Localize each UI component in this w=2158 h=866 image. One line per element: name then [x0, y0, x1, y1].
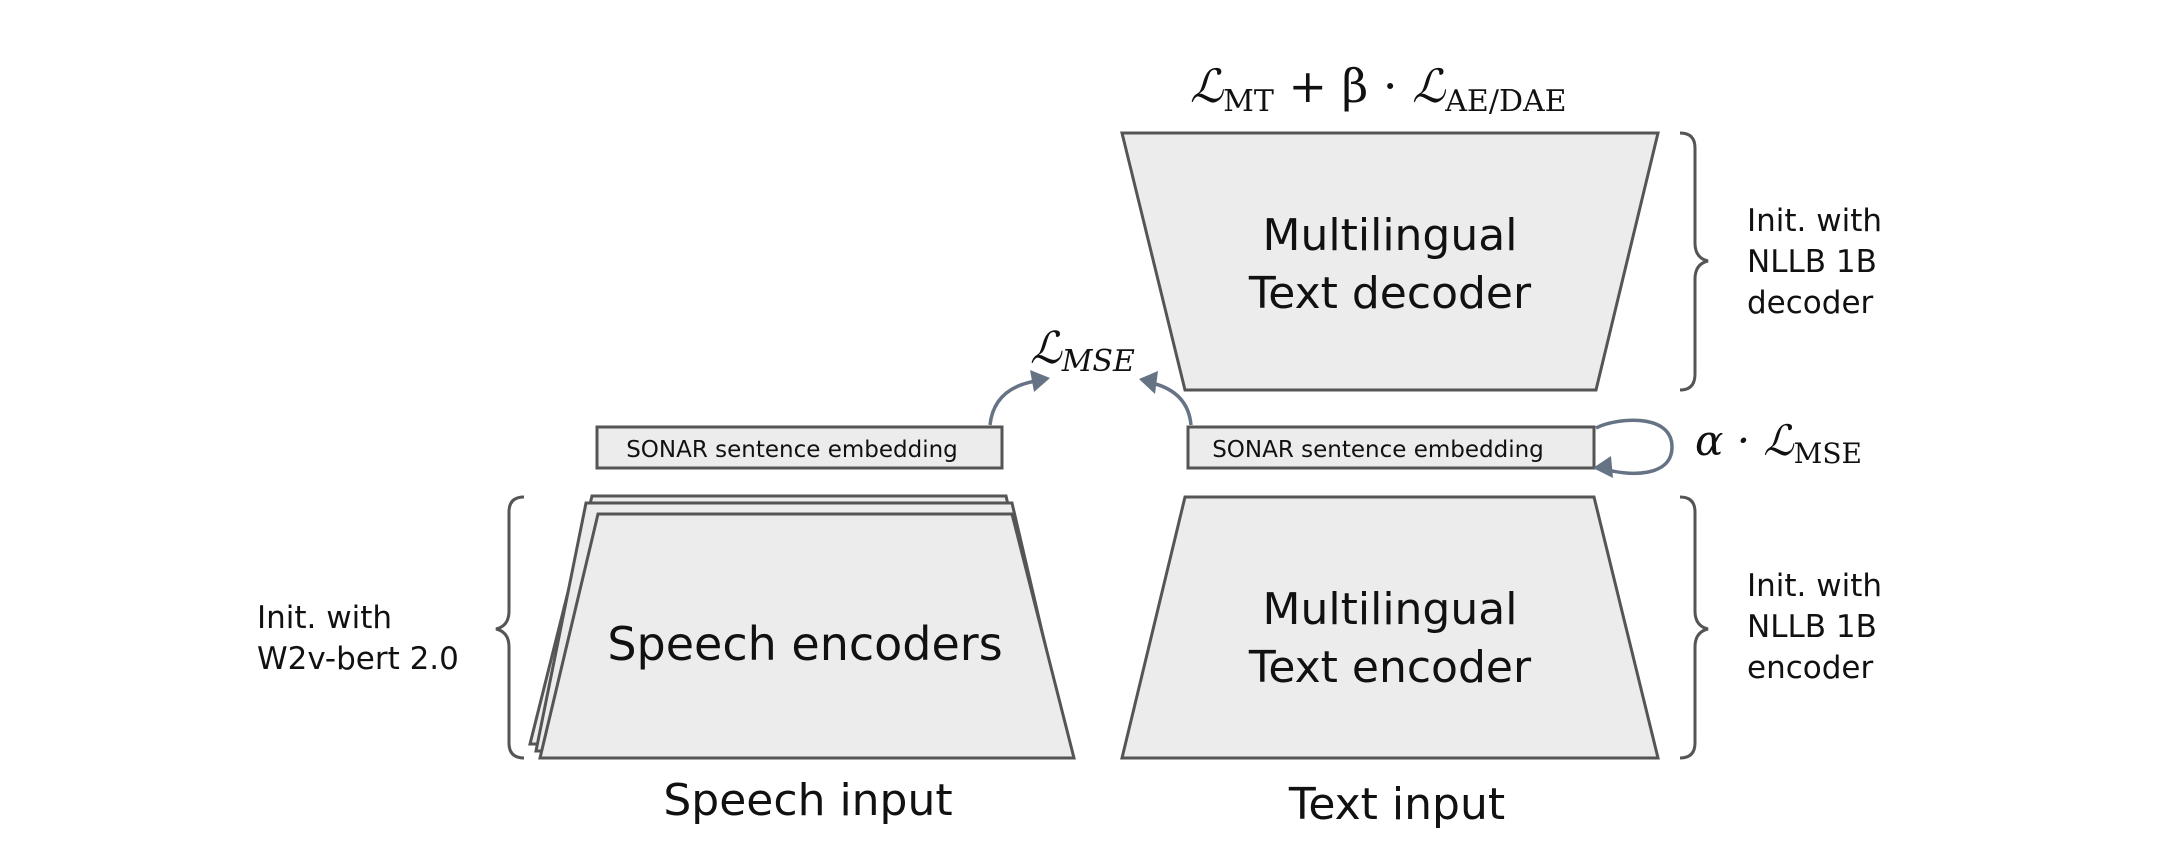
sonar-embedding-left-label: SONAR sentence embedding: [626, 437, 958, 463]
speech-input-label: Speech input: [663, 775, 952, 826]
decoder-brace: [1679, 131, 1709, 392]
init-text-encoder-line2: NLLB 1B: [1747, 609, 1877, 645]
text-decoder-block: Multilingual Text decoder: [1120, 131, 1660, 392]
mse-arrow-right-head: [1139, 371, 1158, 394]
loss-subscript-mse: MSE: [1794, 437, 1862, 470]
self-loop-arrow: [1595, 418, 1674, 476]
speech-encoder-block: Speech encoders: [528, 494, 1076, 760]
loss-symbol: ℒ: [1763, 416, 1794, 465]
loss-symbol: ℒ: [1412, 59, 1446, 113]
text-encoder-brace: [1679, 495, 1709, 760]
mse-arrow-right: [1151, 381, 1193, 426]
text-encoder-shape: [1120, 495, 1660, 760]
sonar-embedding-right: SONAR sentence embedding: [1186, 425, 1596, 470]
loss-top-formula: ℒMT + β · ℒAE/DAE: [1190, 59, 1567, 119]
loss-plus-beta: + β ·: [1274, 59, 1412, 113]
init-text-encoder-line1: Init. with: [1747, 568, 1882, 604]
loss-symbol: ℒ: [1190, 59, 1224, 113]
text-encoder-block: Multilingual Text encoder: [1120, 495, 1660, 760]
init-speech-line1: Init. with: [257, 600, 392, 636]
alpha-term: α ·: [1695, 416, 1763, 465]
init-text-encoder-line3: encoder: [1747, 650, 1873, 686]
loss-subscript-mt: MT: [1223, 84, 1274, 119]
sonar-embedding-left-box: [595, 425, 1004, 470]
speech-encoder-shape-front: [538, 512, 1076, 760]
self-loop-arrow-head: [1593, 456, 1613, 478]
init-decoder-note: Init. with NLLB 1B decoder: [1747, 203, 1882, 321]
sonar-embedding-left: SONAR sentence embedding: [595, 425, 1004, 470]
text-encoder-label-line2: Text encoder: [1248, 642, 1532, 693]
init-speech-line2: W2v-bert 2.0: [257, 641, 459, 677]
loss-subscript-ae-dae: AE/DAE: [1444, 84, 1566, 119]
init-decoder-line3: decoder: [1747, 285, 1874, 321]
sonar-embedding-right-label: SONAR sentence embedding: [1212, 437, 1544, 463]
text-decoder-label-line2: Text decoder: [1248, 268, 1532, 319]
mse-arrow-left-head: [1030, 370, 1050, 392]
text-decoder-label-line1: Multilingual: [1263, 210, 1518, 261]
loss-subscript-mse: MSE: [1061, 344, 1135, 379]
speech-brace: [495, 495, 525, 760]
text-encoder-label-line1: Multilingual: [1263, 584, 1518, 635]
init-decoder-line1: Init. with: [1747, 203, 1882, 239]
text-input-label: Text input: [1288, 779, 1505, 830]
speech-encoder-label: Speech encoders: [607, 617, 1002, 671]
init-decoder-line2: NLLB 1B: [1747, 244, 1877, 280]
loss-mse-middle: ℒMSE: [1030, 323, 1135, 379]
init-text-encoder-note: Init. with NLLB 1B encoder: [1747, 568, 1882, 686]
sonar-embedding-right-box: [1186, 425, 1596, 470]
text-decoder-shape: [1120, 131, 1660, 392]
init-speech-note: Init. with W2v-bert 2.0: [257, 600, 459, 677]
loss-mse-right: α · ℒMSE: [1695, 416, 1862, 470]
mse-arrow-left: [988, 379, 1037, 426]
loss-symbol: ℒ: [1030, 323, 1063, 374]
